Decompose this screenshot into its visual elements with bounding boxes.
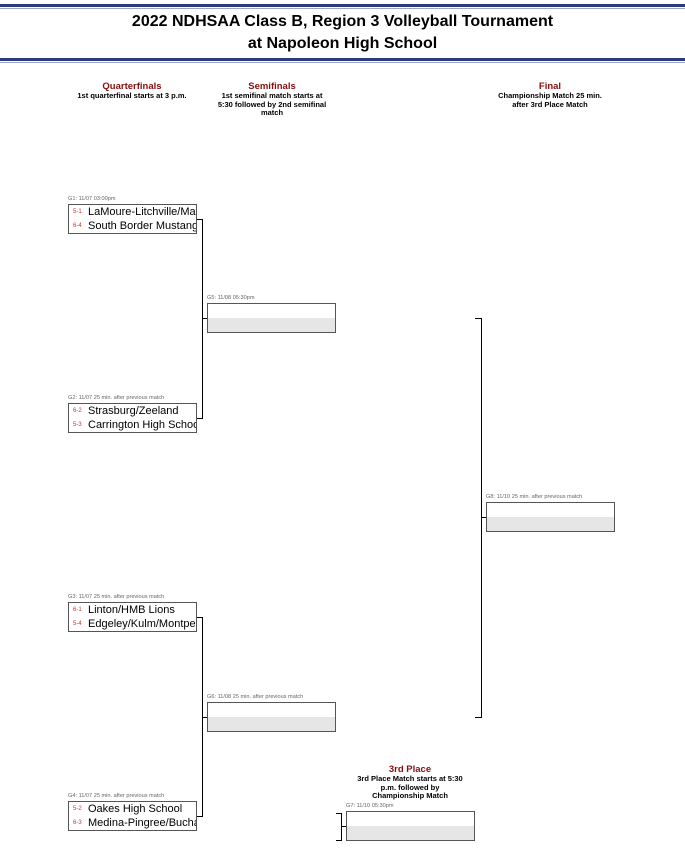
final-subtitle-line-2: after 3rd Place Match <box>512 99 588 109</box>
third-place-heading: 3rd Place 3rd Place Match starts at 5:30… <box>340 764 480 801</box>
third-place-subtitle-line-1: 3rd Place Match starts at 5:30 <box>357 774 463 783</box>
quarterfinals-heading: Quarterfinals 1st quarterfinal starts at… <box>62 81 202 101</box>
connector-g7-bottom <box>336 840 342 841</box>
match-g5[interactable] <box>207 303 336 333</box>
match-g5-slot-1[interactable] <box>208 304 335 318</box>
match-g1[interactable]: 5-1 LaMoure-Litchville/Marion 6-4 South … <box>68 204 197 234</box>
match-g8-slot-1[interactable] <box>487 503 614 517</box>
match-g7[interactable] <box>346 811 475 841</box>
match-g7-slot-1[interactable] <box>347 812 474 826</box>
team-seed: 6-2 <box>73 408 82 414</box>
header-bottom-rule-thin <box>0 62 685 63</box>
match-g2[interactable]: 6-2 Strasburg/Zeeland 5-3 Carrington Hig… <box>68 403 197 433</box>
match-g1-team-2[interactable]: 6-4 South Border Mustangs <box>69 219 196 233</box>
match-g4-label: G4: 11/07 25 min. after previous match <box>68 793 165 799</box>
connector-to-g8 <box>481 517 486 518</box>
third-place-subtitle-line-2: p.m. followed by <box>380 782 440 792</box>
connector-g2-out <box>197 418 203 419</box>
team-name: Linton/HMB Lions <box>88 604 175 616</box>
semifinals-title: Semifinals <box>248 81 296 92</box>
match-g8[interactable] <box>486 502 615 532</box>
match-g6-label: G6: 11/08 25 min. after previous match <box>207 694 304 700</box>
header-bottom-rule <box>0 58 685 61</box>
connector-g4-out <box>197 816 203 817</box>
match-g6-slot-2[interactable] <box>208 717 335 731</box>
match-g3-team-1[interactable]: 6-1 Linton/HMB Lions <box>69 603 196 617</box>
match-g3-team-2[interactable]: 5-4 Edgeley/Kulm/Montpelier <box>69 617 196 631</box>
match-g8-slot-2[interactable] <box>487 517 614 531</box>
quarterfinals-subtitle: 1st quarterfinal starts at 3 p.m. <box>77 91 187 100</box>
connector-g7-top <box>336 813 342 814</box>
team-seed: 5-4 <box>73 621 82 627</box>
connector-g3-out <box>197 617 203 618</box>
team-name: Strasburg/Zeeland <box>88 405 179 417</box>
semifinals-subtitle-line-1: 1st semifinal match starts at <box>221 91 323 100</box>
third-place-title: 3rd Place <box>388 764 432 775</box>
team-seed: 6-3 <box>73 820 82 826</box>
third-place-subtitle-line-3: Championship Match <box>372 791 448 800</box>
match-g5-slot-2[interactable] <box>208 318 335 332</box>
semifinals-subtitle-line-3: match <box>260 108 284 117</box>
team-name: Oakes High School <box>88 803 183 815</box>
final-subtitle-line-1: Championship Match 25 min. <box>498 91 602 100</box>
page-title-line-1: 2022 NDHSAA Class B, Region 3 Volleyball… <box>131 13 554 30</box>
connector-to-g5 <box>202 318 207 319</box>
match-g7-label: G7: 11/10 05:30pm <box>346 803 394 809</box>
match-g3[interactable]: 6-1 Linton/HMB Lions 5-4 Edgeley/Kulm/Mo… <box>68 602 197 632</box>
match-g7-slot-2[interactable] <box>347 826 474 840</box>
match-g6-slot-1[interactable] <box>208 703 335 717</box>
match-g4-team-1[interactable]: 5-2 Oakes High School <box>69 802 196 816</box>
team-name: Carrington High School <box>88 419 196 431</box>
match-g4[interactable]: 5-2 Oakes High School 6-3 Medina-Pingree… <box>68 801 197 831</box>
final-heading: Final Championship Match 25 min. after 3… <box>480 81 620 109</box>
connector-to-g6 <box>202 717 207 718</box>
match-g2-team-1[interactable]: 6-2 Strasburg/Zeeland <box>69 404 196 418</box>
team-seed: 6-4 <box>73 223 82 229</box>
connector-g1-g2-vertical <box>202 219 203 419</box>
match-g6[interactable] <box>207 702 336 732</box>
match-g2-team-2[interactable]: 5-3 Carrington High School <box>69 418 196 432</box>
team-seed: 6-1 <box>73 607 82 613</box>
match-g3-label: G3: 11/07 25 min. after previous match <box>68 594 165 600</box>
connector-g7-vertical <box>341 813 342 841</box>
match-g1-label: G1: 11/07 03:00pm <box>68 196 116 202</box>
connector-g5-out <box>475 318 482 319</box>
team-name: South Border Mustangs <box>88 220 196 232</box>
semifinals-subtitle-line-2: 5:30 followed by 2nd semifinal <box>217 99 327 109</box>
match-g4-team-2[interactable]: 6-3 Medina-Pingree/Buchanan <box>69 816 196 830</box>
team-seed: 5-3 <box>73 422 82 428</box>
semifinals-heading: Semifinals 1st semifinal match starts at… <box>202 81 342 118</box>
final-title: Final <box>538 81 562 92</box>
match-g1-team-1[interactable]: 5-1 LaMoure-Litchville/Marion <box>69 205 196 219</box>
match-g8-label: G8: 11/10 25 min. after previous match <box>486 494 583 500</box>
connector-g6-out <box>475 717 482 718</box>
team-name: Medina-Pingree/Buchanan <box>88 817 196 829</box>
connector-g5-g6-vertical <box>481 318 482 718</box>
match-g2-label: G2: 11/07 25 min. after previous match <box>68 395 165 401</box>
team-name: Edgeley/Kulm/Montpelier <box>88 618 196 630</box>
page-title-line-2: at Napoleon High School <box>247 35 438 52</box>
header-top-rule-thin <box>0 8 685 9</box>
team-name: LaMoure-Litchville/Marion <box>88 206 196 218</box>
connector-to-g7 <box>341 826 346 827</box>
quarterfinals-title: Quarterfinals <box>102 81 162 92</box>
team-seed: 5-1 <box>73 209 82 215</box>
team-seed: 5-2 <box>73 806 82 812</box>
header-top-rule <box>0 4 685 7</box>
match-g5-label: G5: 11/08 05:30pm <box>207 295 255 301</box>
connector-g1-out <box>197 219 203 220</box>
